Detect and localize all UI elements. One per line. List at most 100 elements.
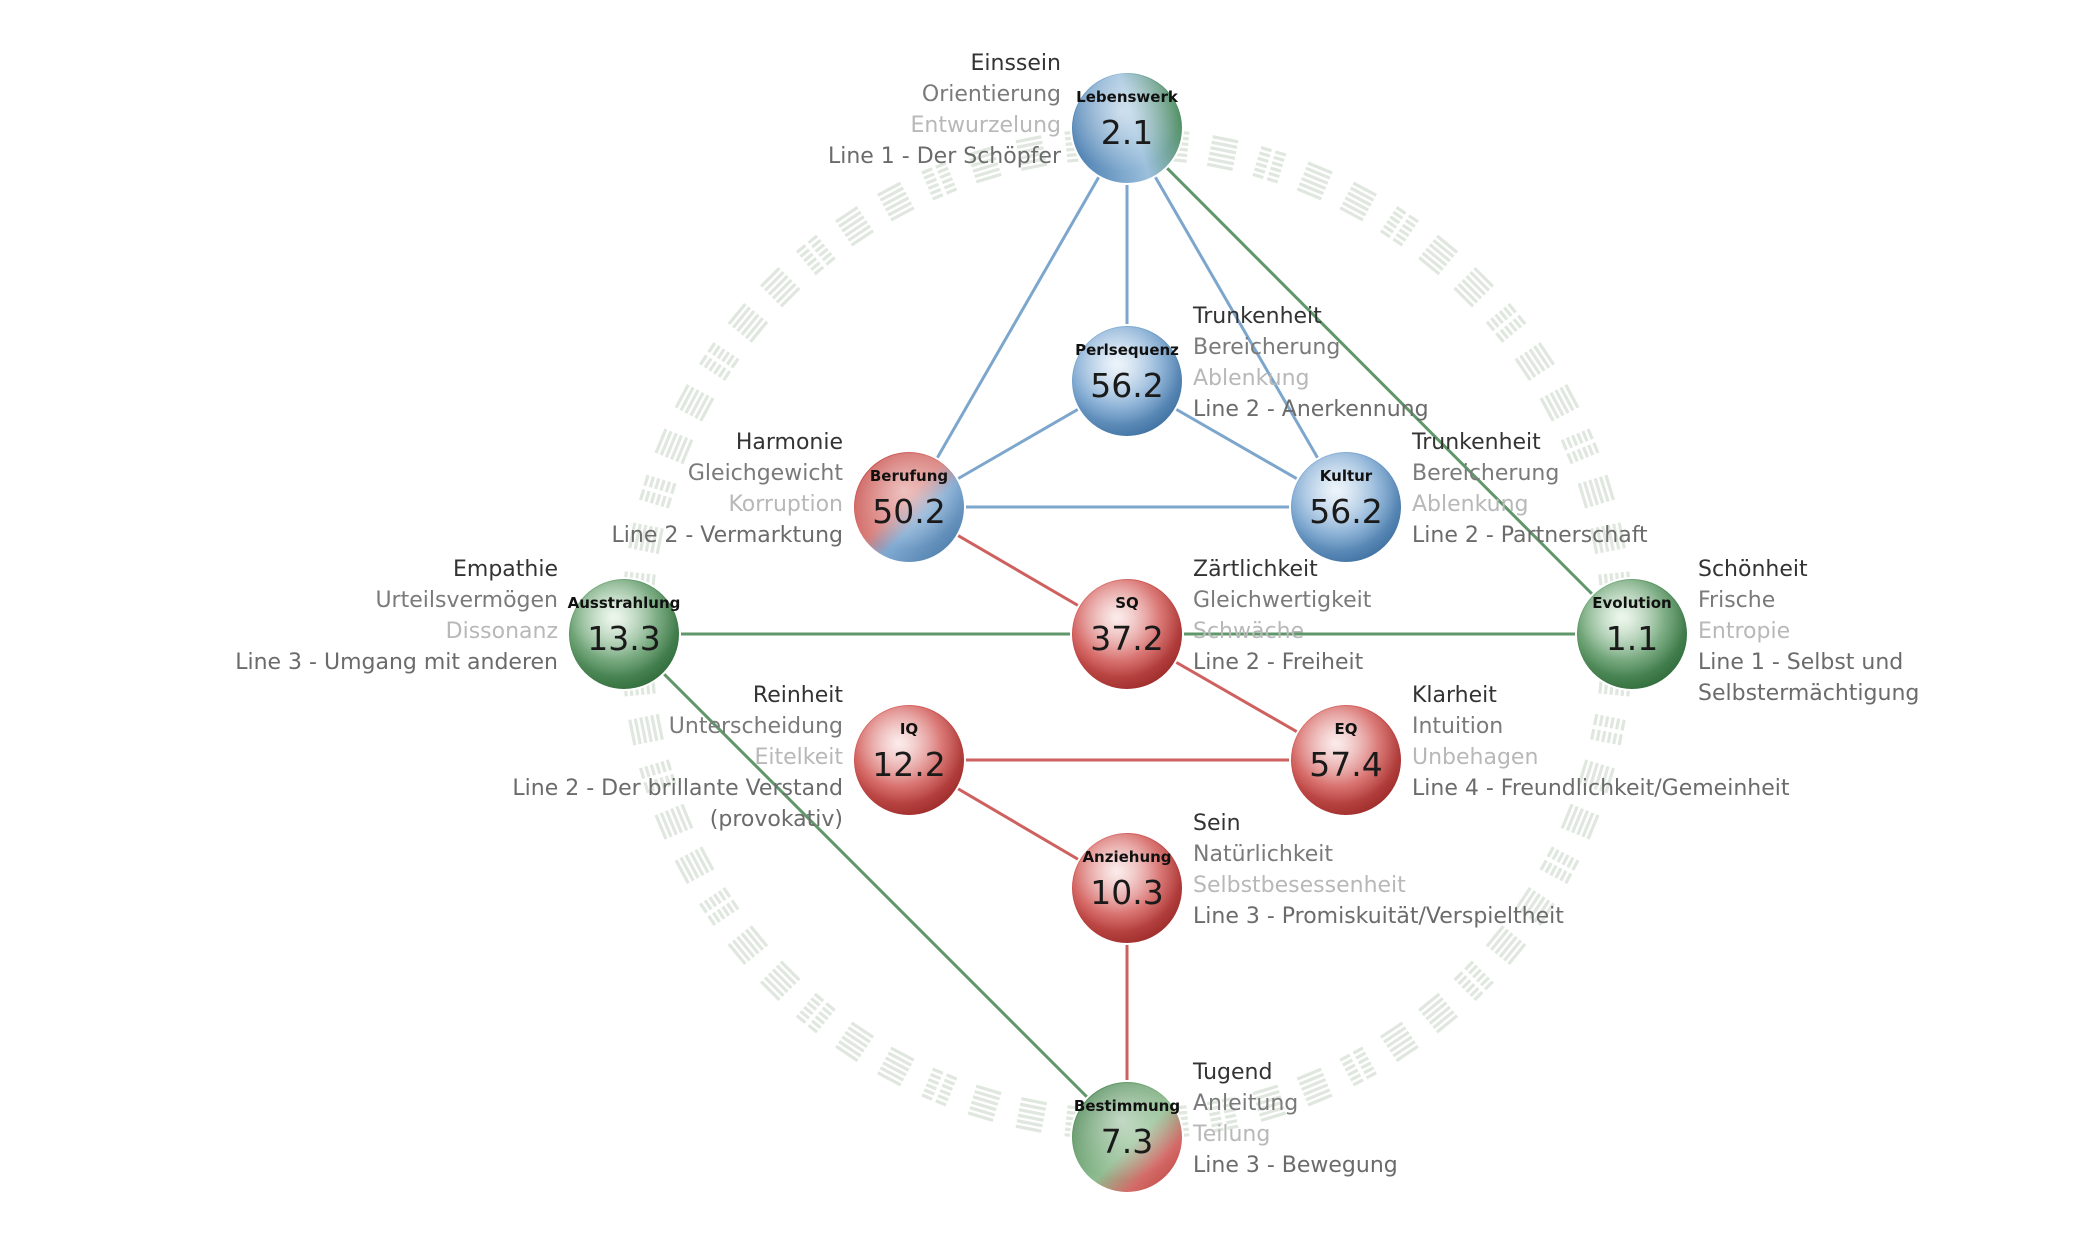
hexagram-glyph bbox=[1485, 302, 1527, 343]
label-kultur-line-1: Bereicherung bbox=[1412, 461, 1559, 486]
label-lebenswerk-line-3: Line 1 - Der Schöpfer bbox=[828, 144, 1062, 169]
node-value: 2.1 bbox=[1101, 113, 1153, 152]
hexagram-glyph bbox=[1418, 234, 1459, 276]
hexagram-glyph bbox=[1379, 1021, 1419, 1062]
hexagram-glyph bbox=[877, 1046, 915, 1087]
hexagram-glyph bbox=[1577, 759, 1615, 794]
hexagram-glyph bbox=[639, 759, 677, 794]
label-berufung-line-3: Line 2 - Vermarktung bbox=[612, 523, 843, 548]
hexagram-glyph bbox=[1296, 1067, 1333, 1107]
node-title: IQ bbox=[900, 720, 918, 738]
label-berufung-line-1: Gleichgewicht bbox=[688, 461, 843, 486]
hexagram-glyph bbox=[727, 925, 769, 966]
hexagram-glyph bbox=[654, 428, 694, 465]
node-title: Ausstrahlung bbox=[568, 594, 681, 612]
edge-lebenswerk-kultur bbox=[1125, 127, 1348, 508]
label-ausstrahlung-line-3: Line 3 - Umgang mit anderen bbox=[235, 650, 558, 675]
label-iq-line-1: Unterscheidung bbox=[669, 714, 843, 739]
node-value: 50.2 bbox=[872, 492, 945, 531]
label-iq-line-4: (provokativ) bbox=[710, 807, 843, 832]
hexagram-glyph bbox=[674, 846, 715, 884]
hexagram-glyph bbox=[921, 161, 958, 201]
hexagram-glyph bbox=[967, 146, 1002, 184]
label-anziehung-line-2: Selbstbesessenheit bbox=[1193, 873, 1406, 898]
label-sq-line-3: Line 2 - Freiheit bbox=[1193, 650, 1364, 675]
label-sq-line-0: Zärtlichkeit bbox=[1193, 557, 1318, 582]
node-title: Lebenswerk bbox=[1076, 88, 1179, 106]
hexagram-glyph bbox=[1252, 1084, 1287, 1122]
hexagram-glyph bbox=[628, 713, 664, 746]
hexagram-glyph bbox=[1539, 846, 1580, 884]
hexagram-glyph bbox=[699, 342, 740, 382]
node-title: Kultur bbox=[1320, 467, 1373, 485]
node-ausstrahlung[interactable]: Ausstrahlung 13.3 bbox=[567, 577, 681, 691]
hexagram-glyph bbox=[795, 992, 836, 1034]
edge-lebenswerk-evolution bbox=[1125, 126, 1634, 636]
label-berufung-line-0: Harmonie bbox=[736, 430, 843, 455]
node-evolution[interactable]: Evolution 1.1 bbox=[1575, 577, 1689, 691]
label-ausstrahlung-line-2: Dissonanz bbox=[446, 619, 558, 644]
hexagram-glyph bbox=[639, 474, 677, 509]
label-berufung-line-2: Korruption bbox=[728, 492, 843, 517]
label-lebenswerk-line-0: Einssein bbox=[971, 51, 1061, 76]
label-eq-line-2: Unbehagen bbox=[1412, 745, 1538, 770]
label-perlsequenz-line-2: Ablenkung bbox=[1193, 366, 1310, 391]
label-anziehung-line-3: Line 3 - Promiskuität/Verspieltheit bbox=[1193, 904, 1564, 929]
label-perlsequenz-line-1: Bereicherung bbox=[1193, 335, 1340, 360]
node-value: 1.1 bbox=[1606, 619, 1658, 658]
node-value: 37.2 bbox=[1090, 619, 1163, 658]
node-berufung[interactable]: Berufung 50.2 bbox=[852, 450, 966, 564]
hexagram-glyph bbox=[1514, 886, 1555, 926]
node-value: 56.2 bbox=[1309, 492, 1382, 531]
label-perlsequenz-line-0: Trunkenheit bbox=[1192, 304, 1322, 329]
label-anziehung-line-0: Sein bbox=[1193, 811, 1241, 836]
label-bestimmung-line-2: Teilung bbox=[1192, 1122, 1270, 1147]
label-bestimmung-line-0: Tugend bbox=[1192, 1060, 1272, 1085]
hexagram-glyph bbox=[795, 234, 836, 276]
hexagram-glyph bbox=[1339, 181, 1377, 222]
hexagram-glyph bbox=[1514, 342, 1555, 382]
hexagram-glyph bbox=[674, 384, 715, 422]
hexagram-glyph bbox=[921, 1067, 958, 1107]
label-sq-line-1: Gleichwertigkeit bbox=[1193, 588, 1372, 613]
label-kultur-line-3: Line 2 - Partnerschaft bbox=[1412, 523, 1648, 548]
hexagram-glyph bbox=[1418, 992, 1459, 1034]
node-value: 7.3 bbox=[1101, 1122, 1153, 1161]
node-value: 10.3 bbox=[1090, 873, 1163, 912]
hexagram-glyph bbox=[1379, 206, 1419, 247]
hexagram-glyph bbox=[1252, 146, 1287, 184]
label-ausstrahlung-line-0: Empathie bbox=[453, 557, 558, 582]
hexagram-glyph bbox=[1590, 713, 1626, 746]
hexagram-glyph bbox=[760, 267, 801, 308]
label-sq-line-2: Schwäche bbox=[1193, 619, 1304, 644]
label-evolution-line-1: Frische bbox=[1698, 588, 1775, 613]
node-anziehung[interactable]: Anziehung 10.3 bbox=[1070, 831, 1184, 945]
edge-lebenswerk-berufung bbox=[907, 127, 1129, 508]
node-title: Berufung bbox=[870, 467, 948, 485]
hexagram-glyph bbox=[727, 302, 769, 343]
label-eq-line-1: Intuition bbox=[1412, 714, 1503, 739]
label-iq-line-3: Line 2 - Der brillante Verstand bbox=[512, 776, 843, 801]
label-perlsequenz-line-3: Line 2 - Anerkennung bbox=[1193, 397, 1429, 422]
node-title: Evolution bbox=[1592, 594, 1671, 612]
hexagram-glyph bbox=[1453, 267, 1494, 308]
hexagram-glyph bbox=[877, 181, 915, 222]
node-value: 13.3 bbox=[587, 619, 660, 658]
node-title: Anziehung bbox=[1082, 848, 1171, 866]
hexagram-glyph bbox=[699, 886, 740, 926]
hexagram-glyph bbox=[1485, 925, 1527, 966]
label-evolution-line-4: Selbstermächtigung bbox=[1698, 681, 1919, 706]
label-iq-line-0: Reinheit bbox=[753, 683, 843, 708]
node-kultur[interactable]: Kultur 56.2 bbox=[1289, 450, 1403, 564]
hexagram-glyph bbox=[967, 1084, 1002, 1122]
node-lebenswerk[interactable]: Lebenswerk 2.1 bbox=[1070, 71, 1184, 185]
label-eq-line-3: Line 4 - Freundlichkeit/Gemeinheit bbox=[1412, 776, 1790, 801]
